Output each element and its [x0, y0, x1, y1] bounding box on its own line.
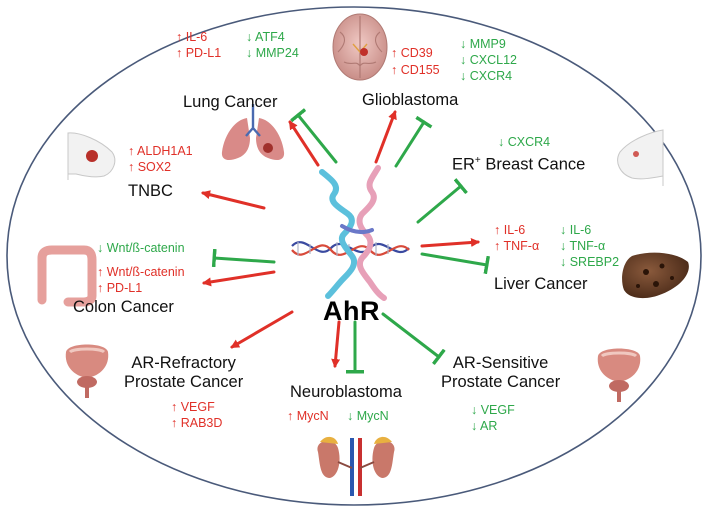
ar-sensitive-downregulated-1: ↓ VEGF [471, 403, 515, 417]
arrow-lung-activation [288, 120, 320, 167]
liver-upregulated-2: ↑ TNF-α [494, 239, 540, 253]
glioblastoma-upregulated-1: ↑ CD39 [391, 46, 433, 60]
lung-icon [221, 104, 285, 160]
lung-upregulated-1: ↑ IL-6 [176, 30, 208, 44]
liver-icon [622, 252, 689, 299]
arrow-ar-refractory-activation [230, 310, 294, 349]
neuroblastoma-upregulated-1: ↑ MycN [287, 409, 329, 423]
ahr-center-label: AhR [323, 296, 380, 326]
liver-downregulated-1: ↓ IL-6 [560, 223, 592, 237]
lung-cancer-title: Lung Cancer [183, 93, 278, 111]
tnbc-upregulated-2: ↑ SOX2 [128, 160, 172, 174]
breast-icon [617, 129, 664, 186]
colon-upregulated-1: ↑ Wnt/ß-catenin [97, 265, 185, 279]
liver-cancer-title: Liver Cancer [494, 275, 588, 293]
ahr-protein-dna-icon [291, 165, 410, 301]
liver-downregulated-2: ↓ TNF-α [560, 239, 606, 253]
lung-downregulated-2: ↓ MMP24 [246, 46, 299, 60]
ar-refractory-upregulated-1: ↑ VEGF [171, 400, 215, 414]
inhibit-ar-sensitive [381, 312, 446, 366]
prostate-icon [597, 348, 641, 402]
liver-upregulated-1: ↑ IL-6 [494, 223, 526, 237]
liver-downregulated-3: ↓ SREBP2 [560, 255, 620, 269]
ar-refractory-title: AR-Refractory Prostate Cancer [124, 354, 244, 392]
brain-icon [332, 13, 388, 81]
lung-downregulated-1: ↓ ATF4 [246, 30, 285, 44]
lung-upregulated-2: ↑ PD-L1 [176, 46, 222, 60]
colon-downregulated-1: ↓ Wnt/ß-catenin [97, 241, 185, 255]
glioblastoma-downregulated-3: ↓ CXCR4 [460, 69, 513, 83]
arrow-colon-activation [202, 270, 276, 287]
colon-upregulated-2: ↑ PD-L1 [97, 281, 143, 295]
er-breast-downregulated-1: ↓ CXCR4 [498, 135, 551, 149]
neuroblastoma-title: Neuroblastoma [290, 383, 402, 401]
prostate-icon [65, 344, 109, 398]
connectors [201, 108, 490, 374]
inhibit-colon [211, 248, 276, 268]
glioblastoma-downregulated-2: ↓ CXCL12 [460, 53, 517, 67]
arrow-tnbc-activation [201, 190, 266, 210]
er-breast-title: ER+ Breast Cance [452, 155, 586, 174]
glioblastoma-downregulated-1: ↓ MMP9 [460, 37, 506, 51]
arrow-neuroblastoma-activation [331, 320, 341, 368]
arrow-liver-activation [420, 238, 480, 248]
ar-refractory-upregulated-2: ↑ RAB3D [171, 416, 223, 430]
neuroblastoma-downregulated-1: ↓ MycN [347, 409, 389, 423]
inhibit-liver [420, 252, 490, 275]
colon-cancer-title: Colon Cancer [73, 298, 174, 316]
arrow-glioblastoma-activation [374, 110, 397, 164]
ar-sensitive-title: AR-Sensitive Prostate Cancer [441, 354, 561, 392]
inhibit-lung [290, 108, 338, 164]
tnbc-title: TNBC [128, 182, 173, 200]
colon-icon [37, 245, 97, 307]
adrenal-icon [317, 436, 395, 496]
tnbc-upregulated-1: ↑ ALDH1A1 [128, 144, 193, 158]
inhibit-er-breast [416, 178, 468, 224]
inhibit-glioblastoma [394, 115, 433, 168]
glioblastoma-upregulated-2: ↑ CD155 [391, 63, 440, 77]
breast-tumor-icon [67, 132, 116, 180]
glioblastoma-title: Glioblastoma [362, 91, 459, 109]
ar-sensitive-downregulated-2: ↓ AR [471, 419, 498, 433]
